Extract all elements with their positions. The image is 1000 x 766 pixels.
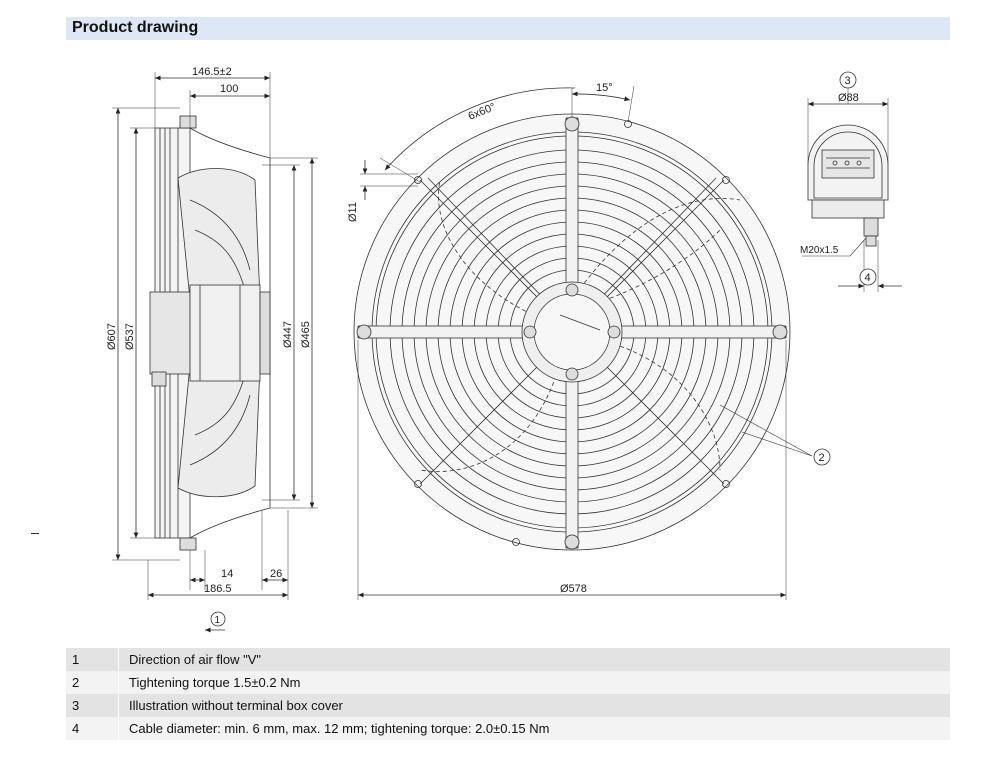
svg-text:2: 2 xyxy=(819,452,825,464)
dim-inner-depth: 100 xyxy=(220,83,238,95)
legend-divider xyxy=(118,671,119,694)
dim-flange: 14 xyxy=(221,568,233,580)
legend-number: 2 xyxy=(72,675,80,690)
legend-row: 3 Illustration without terminal box cove… xyxy=(66,694,950,717)
legend-number: 4 xyxy=(72,721,80,736)
callout-2: 2 xyxy=(813,448,831,466)
dim-gland-thread: M20x1.5 xyxy=(800,245,839,256)
dim-hub-diameter: Ø447 xyxy=(282,321,294,348)
dim-overhang: 26 xyxy=(270,568,282,580)
product-drawing: 146.5±2 100 Ø607 Ø537 Ø447 Ø465 14 26 18… xyxy=(106,66,902,633)
dim-box-diameter: Ø88 xyxy=(838,92,859,104)
legend-row: 1 Direction of air flow "V" xyxy=(66,648,950,671)
section-title: Product drawing xyxy=(72,19,199,36)
dim-total-depth: 146.5±2 xyxy=(192,66,232,78)
dim-ring-diameter: Ø537 xyxy=(124,323,136,350)
legend-divider xyxy=(118,717,119,740)
section-header: Product drawing xyxy=(66,17,950,40)
front-view xyxy=(353,85,813,600)
legend-text: Direction of air flow "V" xyxy=(129,652,262,667)
callout-4: 4 xyxy=(859,268,877,286)
legend-divider xyxy=(118,648,119,671)
side-view xyxy=(112,72,318,633)
dim-hole: Ø11 xyxy=(347,202,359,222)
dim-hole-pattern: 6x60° xyxy=(467,101,498,123)
terminal-box-labels: Ø88 M20x1.5 xyxy=(800,92,859,256)
svg-text:3: 3 xyxy=(845,75,851,87)
margin-tick xyxy=(31,533,39,534)
legend-divider xyxy=(118,694,119,717)
side-view-labels: 146.5±2 100 Ø607 Ø537 Ø447 Ø465 14 26 18… xyxy=(106,66,312,595)
legend-number: 1 xyxy=(72,652,80,667)
legend-text: Tightening torque 1.5±0.2 Nm xyxy=(129,675,301,690)
dim-angle: 15° xyxy=(596,82,613,94)
legend-row: 4 Cable diameter: min. 6 mm, max. 12 mm;… xyxy=(66,717,950,740)
svg-text:1: 1 xyxy=(215,615,221,626)
legend-row: 2 Tightening torque 1.5±0.2 Nm xyxy=(66,671,950,694)
dim-outer-diameter: Ø607 xyxy=(106,323,118,350)
legend-text: Illustration without terminal box cover xyxy=(129,698,343,713)
dim-inlet-diameter: Ø465 xyxy=(300,321,312,348)
legend-table: 1 Direction of air flow "V" 2 Tightening… xyxy=(66,648,950,740)
legend-text: Cable diameter: min. 6 mm, max. 12 mm; t… xyxy=(129,721,550,736)
svg-text:4: 4 xyxy=(865,272,871,284)
callout-1: 1 xyxy=(210,611,226,627)
terminal-box-view xyxy=(802,88,902,292)
dim-bottom-depth: 186.5 xyxy=(204,583,232,595)
legend-number: 3 xyxy=(72,698,80,713)
callout-3: 3 xyxy=(839,71,857,89)
dim-mount-diameter: Ø578 xyxy=(560,583,587,595)
